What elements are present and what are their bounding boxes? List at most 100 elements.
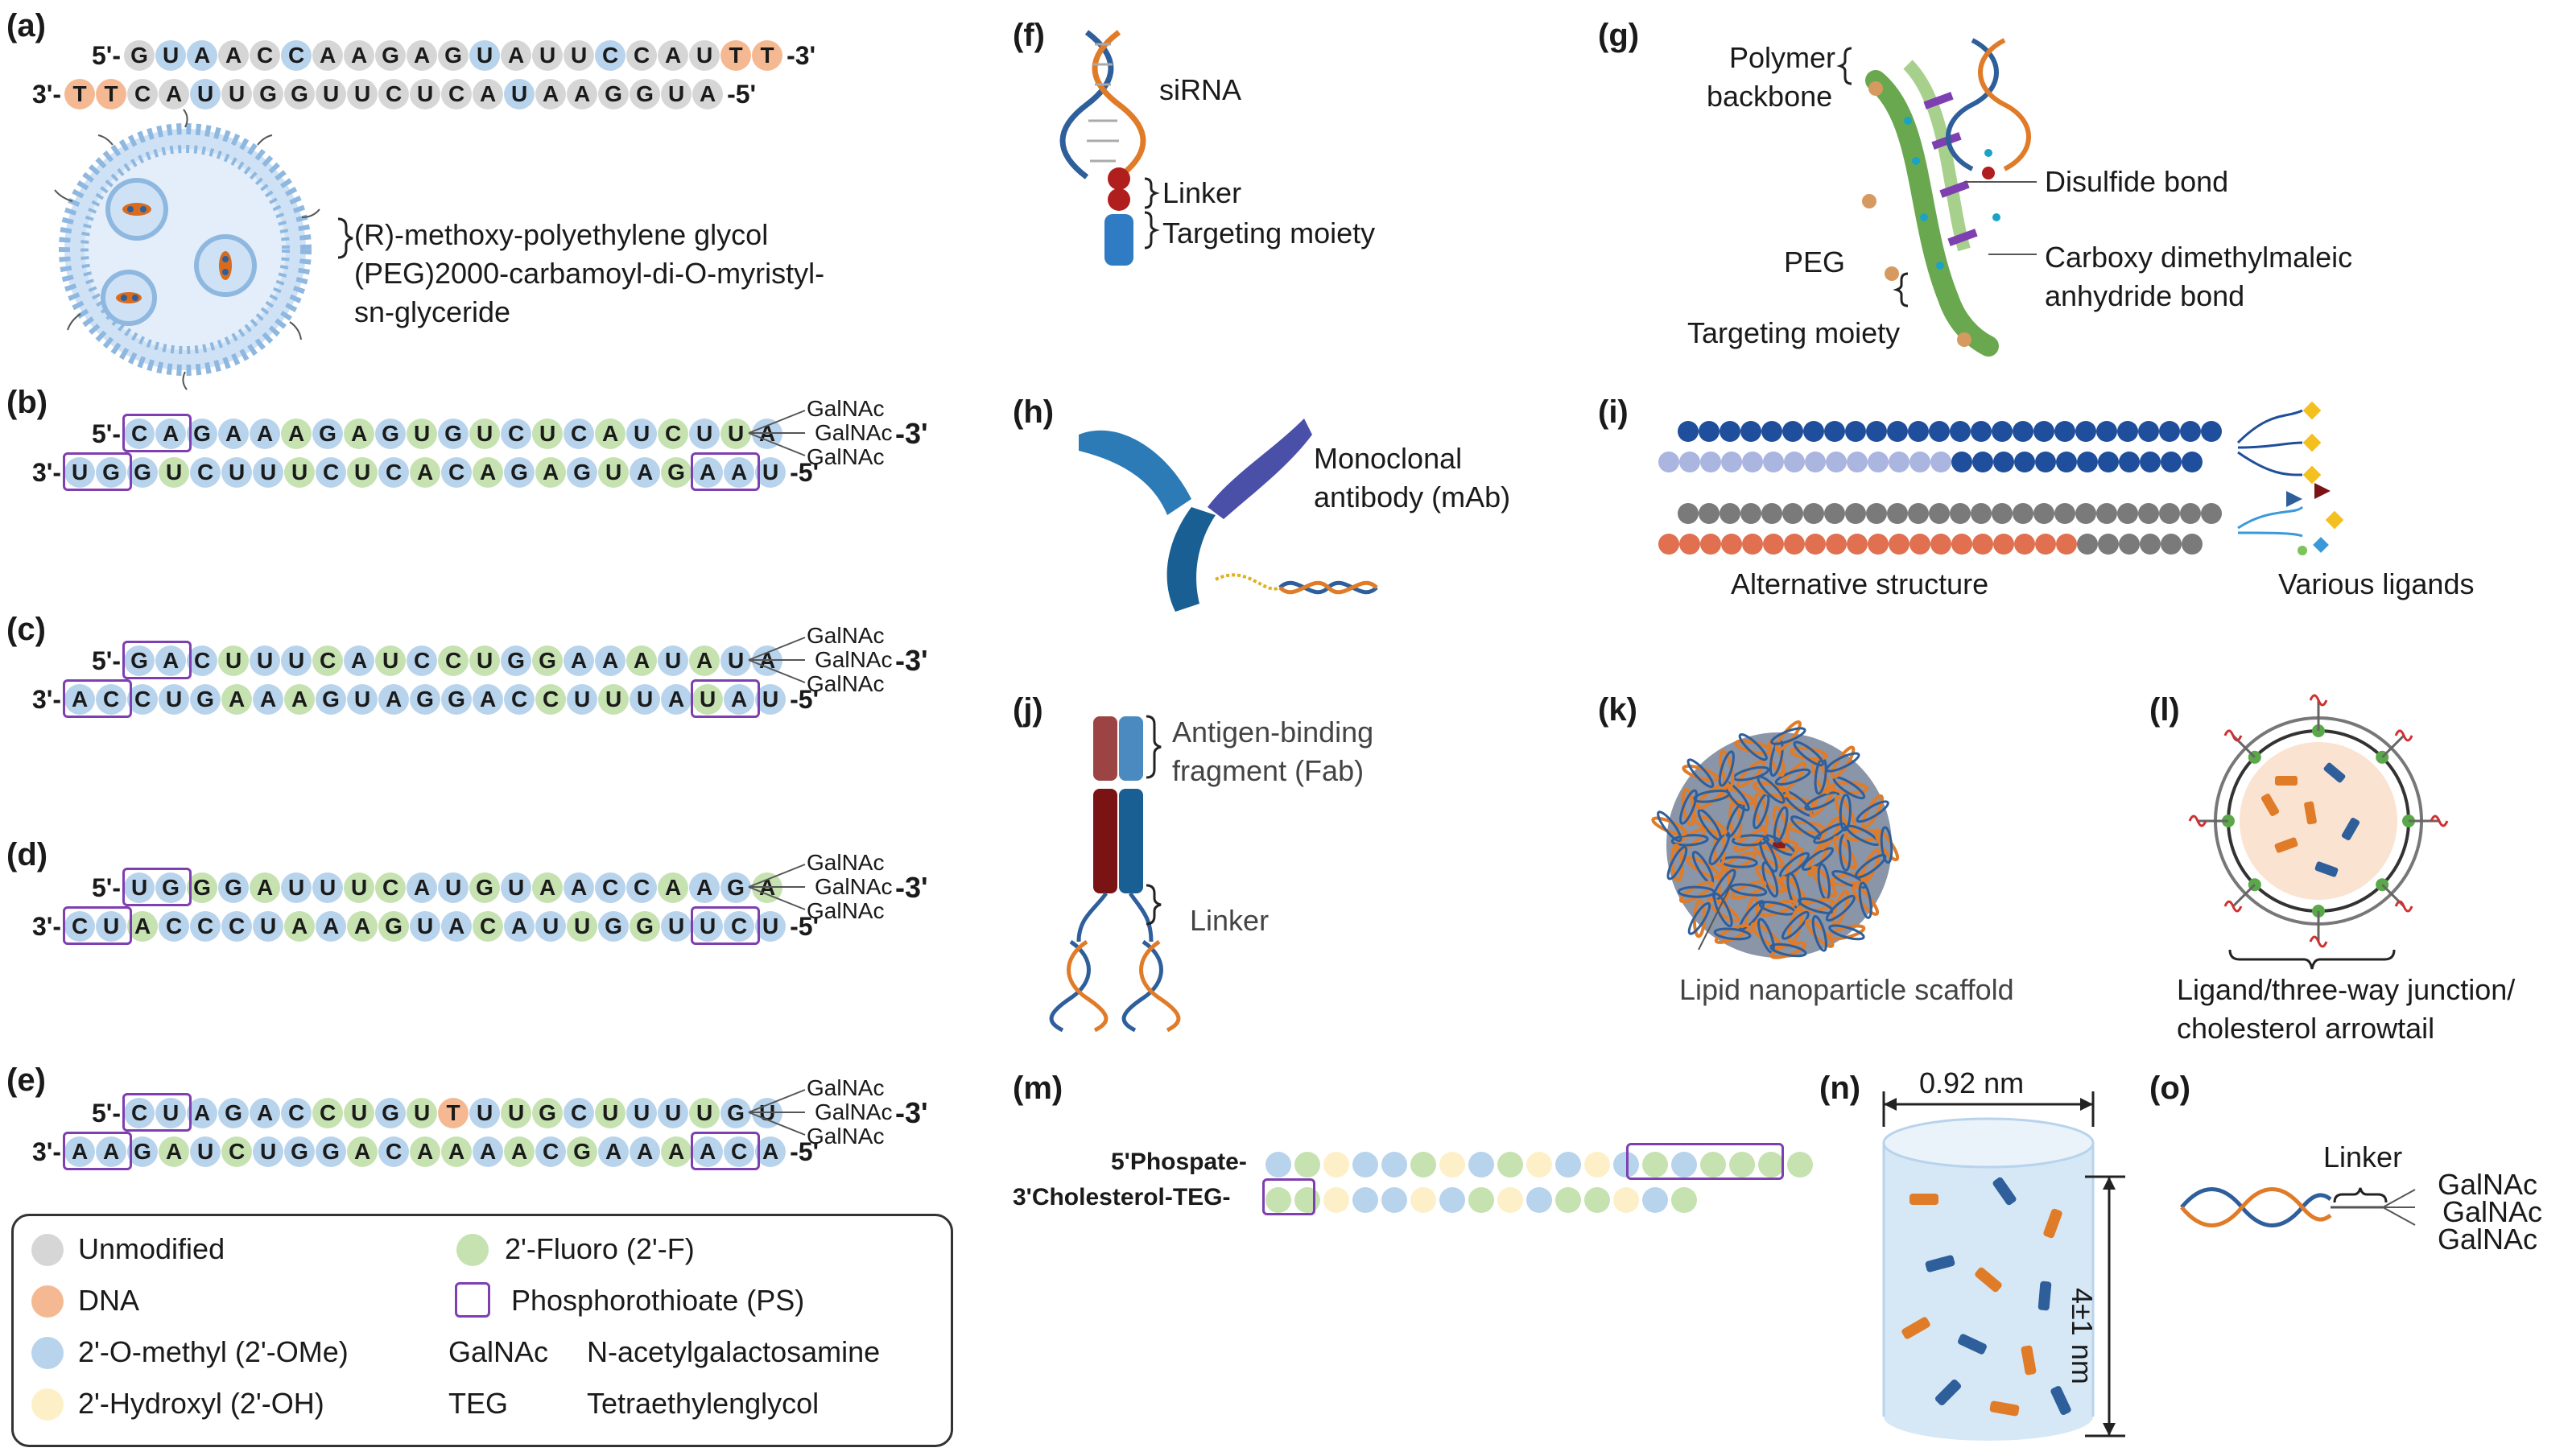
galnac-label: GalNAc: [2442, 1195, 2543, 1228]
nucleotide: [1294, 1152, 1320, 1178]
nucleotide: U: [595, 1098, 626, 1128]
sirna-mark: [1713, 927, 1752, 941]
nucleotide-bead: [1908, 421, 1929, 442]
nucleotide: C: [407, 646, 438, 676]
nucleotide: [1468, 1152, 1494, 1178]
strand-end-label: -5': [790, 457, 820, 487]
nucleotide: G: [190, 684, 221, 715]
sirna-mark: [2274, 837, 2298, 853]
panel-label-d: (d): [6, 837, 48, 872]
ps-box: [691, 679, 760, 718]
sirna-mark: [1679, 789, 1698, 825]
nucleotide: A: [661, 1136, 692, 1167]
sirna-mark: [1693, 789, 1731, 803]
nucleotide: G: [720, 872, 752, 903]
nucleotide-bead: [1826, 452, 1847, 472]
nucleotide: [1468, 1187, 1494, 1213]
braces-f: [1144, 177, 1160, 250]
galnac-label: GalNAc: [815, 1099, 893, 1124]
ps-box: [691, 1132, 760, 1170]
nucleotide: A: [347, 1136, 378, 1167]
nucleotide-bead: [1866, 421, 1887, 442]
nucleotide: A: [159, 79, 190, 109]
nucleotide-bead: [1700, 534, 1721, 555]
nucleotide: [1323, 1152, 1349, 1178]
nucleotide: G: [378, 911, 410, 942]
galnac-label: GalNAc: [807, 1124, 885, 1149]
nucleotide: U: [312, 872, 344, 903]
nucleotide-bead: [1992, 503, 2013, 524]
nucleotide: G: [187, 872, 218, 903]
nucleotide: G: [469, 872, 501, 903]
carboxy-label-1: Carboxy dimethylmaleic: [2045, 241, 2353, 274]
nucleotide-bead: [1824, 421, 1845, 442]
junction-label-2: cholesterol arrowtail: [2177, 1012, 2435, 1045]
nucleotide-bead: [2138, 421, 2159, 442]
nucleotide-bead: [1845, 503, 1866, 524]
nucleotide: T: [64, 79, 96, 109]
nucleotide: U: [253, 911, 284, 942]
nucleotide: A: [501, 40, 532, 71]
ps-box: [1262, 1178, 1315, 1215]
nucleotide: U: [190, 79, 221, 109]
disulfide-label: Disulfide bond: [2045, 165, 2229, 198]
sirna-mark: [1732, 834, 1770, 847]
sirna-mark: [1813, 822, 1848, 844]
nucleotide: C: [626, 40, 658, 71]
cholesterol-arrowtail: [2309, 694, 2328, 707]
panel-label-e: (e): [6, 1062, 46, 1098]
nucleotide-bead: [1678, 421, 1699, 442]
nucleotide-bead: [2014, 452, 2035, 472]
nucleotide: C: [504, 684, 535, 715]
panel-label-n: (n): [1819, 1070, 1861, 1106]
nucleotide-bead: [2180, 503, 2201, 524]
nucleotide: [1352, 1187, 1378, 1213]
nucleotide-bead: [1847, 452, 1868, 472]
nucleotide: A: [410, 1136, 441, 1167]
nucleotide-bead: [1761, 421, 1782, 442]
sirna-mark: [1901, 1317, 1930, 1339]
nucleotide-bead: [2140, 452, 2161, 472]
sirna-mark: [2260, 793, 2280, 817]
sirna-mark: [1958, 1334, 1987, 1355]
nucleotide-bead: [1740, 503, 1761, 524]
nucleotide-bead: [1972, 452, 1993, 472]
fab-label-2: fragment (Fab): [1172, 754, 1365, 787]
sirna-mark: [1770, 727, 1806, 745]
nucleotide: A: [316, 911, 347, 942]
galnac-label: GalNAc: [807, 623, 885, 648]
targeting-label-g: Targeting moiety: [1687, 316, 1901, 349]
nucleotide: A: [630, 457, 661, 488]
nucleotide-bead: [2054, 503, 2075, 524]
nucleotide-bead: [2013, 503, 2033, 524]
nucleotide-bead: [1805, 534, 1826, 555]
nucleotide-bead: [2140, 534, 2161, 555]
liposome-illustration: [54, 109, 320, 390]
legend-fluoro: 2'-Fluoro (2'-F): [505, 1232, 695, 1265]
nucleotide: U: [626, 1098, 658, 1128]
nucleotide: A: [504, 1136, 535, 1167]
sirna-mark: [1855, 853, 1887, 879]
nucleotide-bead: [1824, 503, 1845, 524]
nucleotide: C: [64, 911, 96, 942]
nucleotide-bead: [1868, 534, 1889, 555]
ligand-diamond: [2313, 537, 2329, 553]
nucleotide: U: [469, 40, 501, 71]
sirna-mark: [1739, 900, 1765, 931]
nucleotide: U: [532, 419, 564, 449]
nucleotide-bead: [1721, 534, 1742, 555]
panel-label-k: (k): [1598, 692, 1637, 728]
nucleotide: C: [281, 1098, 312, 1128]
nucleotide: U: [221, 457, 253, 488]
nucleotide-bead: [1868, 452, 1889, 472]
nucleotide-bead: [1930, 452, 1951, 472]
nucleotide: G: [375, 1098, 407, 1128]
galnac-label: GalNAc: [815, 420, 893, 445]
nucleotide: U: [535, 911, 567, 942]
nucleotide-bead: [2182, 534, 2203, 555]
nucleotide: A: [344, 419, 375, 449]
nucleotide: [1497, 1187, 1523, 1213]
sirna-mark: [2043, 1208, 2062, 1239]
